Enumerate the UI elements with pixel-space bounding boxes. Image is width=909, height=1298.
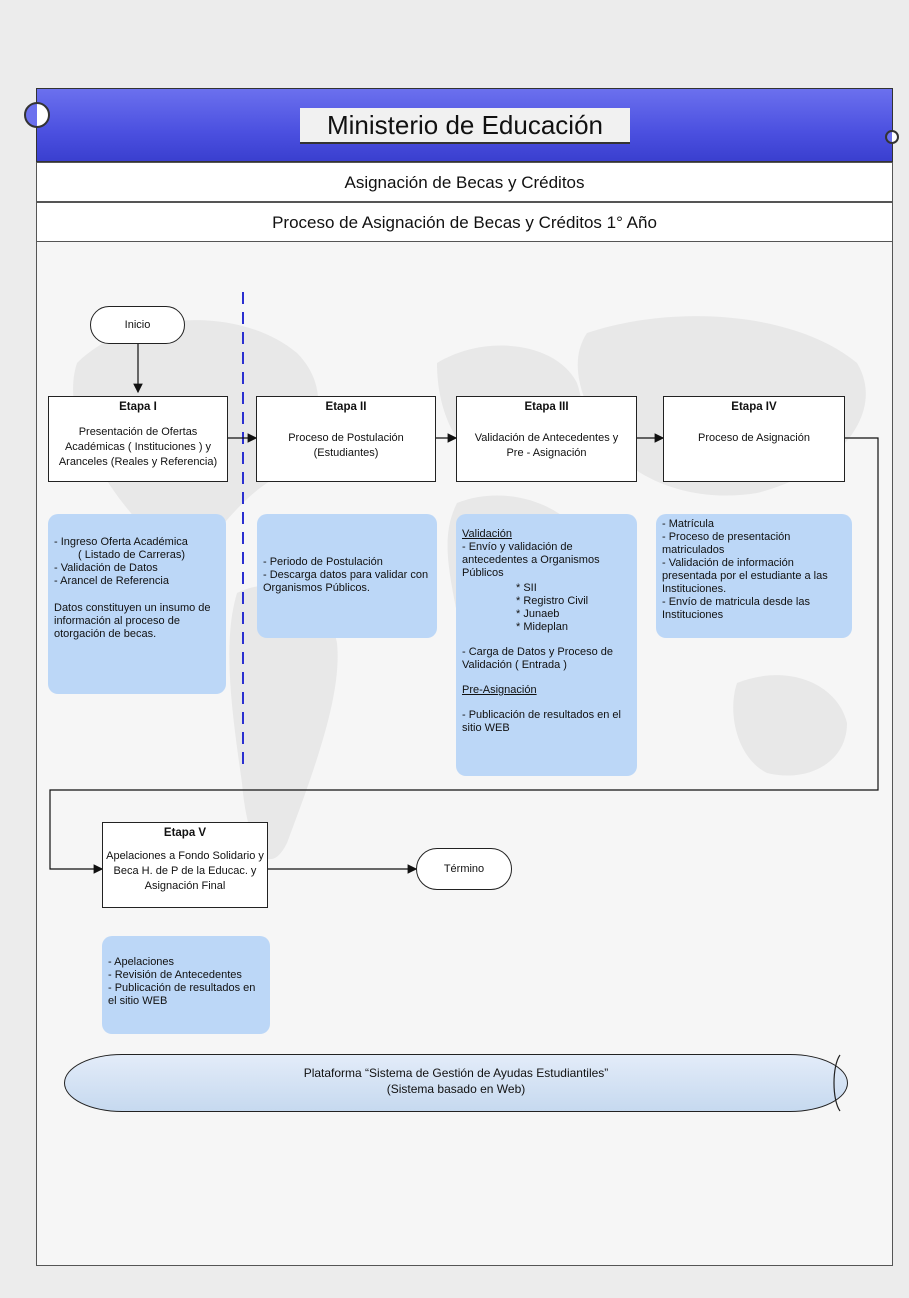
stage-1-note-item: - Validación de Datos: [54, 562, 158, 574]
process-title: Proceso de Asignación de Becas y Crédito…: [36, 202, 893, 242]
stage-1-note-item: - Arancel de Referencia: [54, 575, 169, 587]
stage-5-notes: - Apelaciones - Revisión de Antecedentes…: [102, 936, 270, 1034]
load-text: - Carga de Datos y Proceso de Validación…: [462, 646, 614, 671]
stage-2-note-item: - Descarga datos para validar con Organi…: [263, 569, 429, 594]
org-item: * Mideplan: [516, 621, 568, 633]
stage-1-note-item: - Ingreso Oferta Académica: [54, 536, 188, 548]
stage-1-notes: - Ingreso Oferta Académica ( Listado de …: [48, 514, 226, 694]
platform-cylinder-end: [833, 1054, 841, 1112]
stage-3-text: Validación de Antecedentes y Pre - Asign…: [474, 432, 619, 459]
stage-5-note-item: - Revisión de Antecedentes: [108, 969, 242, 981]
org-item: * Junaeb: [516, 608, 560, 620]
pre-assignment-heading: Pre-Asignación: [462, 684, 537, 696]
stage-2-note-item: - Periodo de Postulación: [263, 556, 383, 568]
stage-4-text: Proceso de Asignación: [698, 432, 810, 444]
org-item: * SII: [516, 582, 537, 594]
platform-banner: Plataforma “Sistema de Gestión de Ayudas…: [64, 1054, 848, 1112]
platform-line-2: (Sistema basado en Web): [386, 1082, 526, 1096]
stage-3-heading: Etapa III: [524, 401, 569, 413]
stage-4-note-item: - Proceso de presentación matriculados: [662, 531, 791, 556]
section-subtitle: Asignación de Becas y Créditos: [36, 162, 893, 202]
stage-1-note-item: ( Listado de Carreras): [78, 549, 185, 561]
stage-1-note-footer: Datos constituyen un insumo de informaci…: [54, 602, 211, 640]
validation-text: - Envío y validación de antecedentes a O…: [462, 541, 600, 579]
pre-assignment-text: - Publicación de resultados en el sitio …: [462, 709, 621, 734]
platform-line-1: Plataforma “Sistema de Gestión de Ayudas…: [303, 1066, 609, 1080]
stage-1-heading: Etapa I: [119, 401, 157, 413]
stage-5-heading: Etapa V: [163, 827, 207, 839]
end-terminal: Término: [416, 848, 512, 890]
stage-1-box: Etapa I Presentación de Ofertas Académic…: [48, 396, 228, 482]
stage-4-note-item: - Validación de información presentada p…: [662, 557, 828, 595]
header-right-connector: [885, 130, 899, 144]
stage-2-heading: Etapa II: [325, 401, 367, 413]
stage-4-box: Etapa IV Proceso de Asignación: [663, 396, 845, 482]
validation-heading: Validación: [462, 528, 512, 540]
stage-3-notes: Validación - Envío y validación de antec…: [456, 514, 637, 776]
stage-5-note-item: - Apelaciones: [108, 956, 175, 968]
arrow-stage4-to-stage5: [49, 437, 879, 874]
stage-2-text: Proceso de Postulación (Estudiantes): [288, 432, 404, 459]
stage-4-notes: - Matrícula - Proceso de presentación ma…: [656, 514, 852, 638]
stage-5-box: Etapa V Apelaciones a Fondo Solidario y …: [102, 822, 268, 908]
stage-1-text: Presentación de Ofertas Académicas ( Ins…: [58, 426, 218, 468]
org-list: * SII * Registro Civil * Junaeb * Midepl…: [462, 582, 631, 634]
stage-5-text: Apelaciones a Fondo Solidario y Beca H. …: [106, 850, 264, 892]
stage-3-box: Etapa III Validación de Antecedentes y P…: [456, 396, 637, 482]
page-title: Ministerio de Educación: [300, 108, 630, 144]
start-terminal: Inicio: [90, 306, 185, 344]
stage-4-note-item: - Matrícula: [662, 518, 714, 530]
org-item: * Registro Civil: [516, 595, 589, 607]
stage-2-notes: - Periodo de Postulación - Descarga dato…: [257, 514, 437, 638]
stage-5-note-item: - Publicación de resultados en el sitio …: [108, 982, 256, 1007]
header-left-connector: [24, 102, 50, 128]
stage-2-box: Etapa II Proceso de Postulación (Estudia…: [256, 396, 436, 482]
stage-4-heading: Etapa IV: [731, 401, 777, 413]
stage-4-note-item: - Envío de matricula desde las Instituci…: [662, 596, 810, 621]
